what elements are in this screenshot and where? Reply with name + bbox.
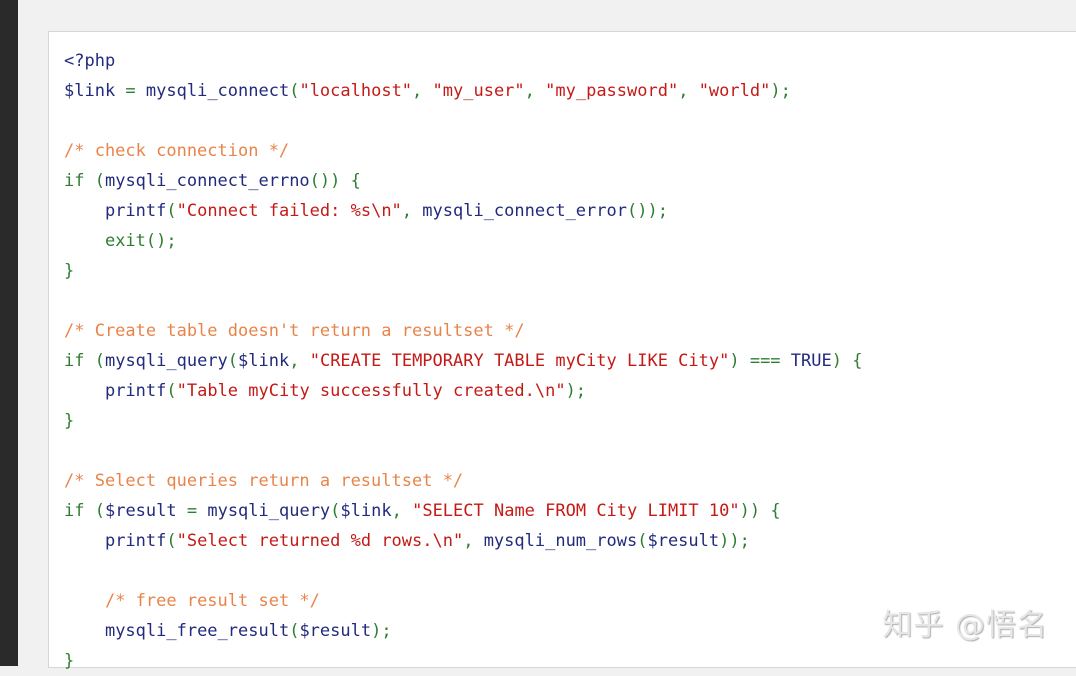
code-token: mysqli_num_rows <box>483 531 638 551</box>
code-token <box>64 381 105 401</box>
code-line: $link = mysqli_connect("localhost", "my_… <box>64 76 862 106</box>
code-token: )) { <box>739 501 781 521</box>
code-token: mysqli_query <box>104 351 228 371</box>
code-token: , <box>524 81 546 101</box>
code-token: "Table myCity successfully created.\n" <box>176 381 566 401</box>
code-token: ( <box>166 531 177 551</box>
code-token: ( <box>227 351 239 371</box>
code-content: <?php$link = mysqli_connect("localhost",… <box>64 46 862 676</box>
code-line <box>64 436 862 466</box>
code-token: } <box>64 651 75 671</box>
code-line: /* Select queries return a resultset */ <box>64 466 862 496</box>
code-line: <?php <box>64 46 862 76</box>
code-token: , <box>401 201 423 221</box>
code-line: } <box>64 406 862 436</box>
code-token: , <box>463 531 484 551</box>
code-token: /* check connection */ <box>64 141 290 161</box>
code-line: if (mysqli_query($link, "CREATE TEMPORAR… <box>64 346 862 376</box>
code-line <box>64 556 862 586</box>
code-token: mysqli_connect_error <box>422 201 627 221</box>
code-token: $result <box>647 531 720 551</box>
code-token: "SELECT Name FROM City LIMIT 10" <box>412 501 740 521</box>
code-token: if <box>64 351 85 371</box>
code-token: printf <box>104 381 167 401</box>
code-token: (); <box>145 231 177 251</box>
code-token: ); <box>371 621 392 641</box>
code-line <box>64 106 862 136</box>
code-token: , <box>289 351 310 371</box>
code-line: printf("Table myCity successfully create… <box>64 376 862 406</box>
code-token: $result <box>104 501 177 521</box>
code-line: if ($result = mysqli_query($link, "SELEC… <box>64 496 862 526</box>
code-token <box>64 231 105 251</box>
code-token: ( <box>289 81 300 101</box>
code-token: <?php <box>64 51 116 71</box>
code-token: "my_password" <box>545 81 679 101</box>
code-line <box>64 286 862 316</box>
code-token: ( <box>84 501 105 521</box>
code-line: } <box>64 256 862 286</box>
code-token <box>64 531 105 551</box>
code-token: ) { <box>831 351 863 371</box>
code-token: ()); <box>626 201 668 221</box>
code-token: } <box>64 261 75 281</box>
code-token: "Connect failed: %s\n" <box>176 201 402 221</box>
code-token: ( <box>637 531 648 551</box>
code-token: , <box>412 81 433 101</box>
code-token: ( <box>166 201 177 221</box>
code-line: mysqli_free_result($result); <box>64 616 862 646</box>
code-token: if <box>64 501 85 521</box>
code-token: exit <box>104 231 146 251</box>
left-dark-rail <box>0 0 18 666</box>
code-token: if <box>64 171 85 191</box>
code-token: )); <box>719 531 750 551</box>
code-token <box>64 201 105 221</box>
code-token: , <box>391 501 413 521</box>
code-token: mysqli_query <box>207 501 331 521</box>
code-token: printf <box>104 531 167 551</box>
code-token: ( <box>84 171 105 191</box>
code-token: ( <box>330 501 341 521</box>
code-token: } <box>64 411 75 431</box>
code-token: "world" <box>698 81 771 101</box>
code-token: ( <box>166 381 177 401</box>
code-token: ); <box>770 81 791 101</box>
code-token: /* Create table doesn't return a results… <box>64 321 525 341</box>
code-token: ()) { <box>309 171 361 191</box>
code-line: /* check connection */ <box>64 136 862 166</box>
code-token: mysqli_connect_errno <box>104 171 310 191</box>
code-token: mysqli_connect <box>145 81 290 101</box>
code-token: /* free result set */ <box>104 591 320 611</box>
code-token: ( <box>289 621 300 641</box>
code-token: $result <box>299 621 372 641</box>
code-line: printf("Select returned %d rows.\n", mys… <box>64 526 862 556</box>
watermark: 知乎 @悟名 <box>882 608 1048 643</box>
code-token <box>64 591 105 611</box>
code-line: if (mysqli_connect_errno()) { <box>64 166 862 196</box>
code-token: "localhost" <box>299 81 413 101</box>
code-token: ( <box>84 351 105 371</box>
code-token: ); <box>565 381 587 401</box>
code-token: printf <box>104 201 167 221</box>
code-line: printf("Connect failed: %s\n", mysqli_co… <box>64 196 862 226</box>
code-token: "my_user" <box>432 81 525 101</box>
code-token: $link <box>238 351 290 371</box>
code-token: ) === <box>729 351 791 371</box>
code-line: exit(); <box>64 226 862 256</box>
code-token <box>64 621 105 641</box>
code-token: $link <box>64 81 116 101</box>
code-line: /* free result set */ <box>64 586 862 616</box>
code-token: "CREATE TEMPORARY TABLE myCity LIKE City… <box>309 351 730 371</box>
code-token: "Select returned %d rows.\n" <box>176 531 464 551</box>
code-token: mysqli_free_result <box>104 621 290 641</box>
code-token: /* Select queries return a resultset */ <box>64 471 464 491</box>
code-token: $link <box>340 501 392 521</box>
code-token: , <box>678 81 699 101</box>
code-block: <?php$link = mysqli_connect("localhost",… <box>48 31 1076 671</box>
code-token: = <box>115 81 146 101</box>
code-line: /* Create table doesn't return a results… <box>64 316 862 346</box>
code-token: TRUE <box>790 351 832 371</box>
code-line: } <box>64 646 862 676</box>
code-token: = <box>176 501 208 521</box>
